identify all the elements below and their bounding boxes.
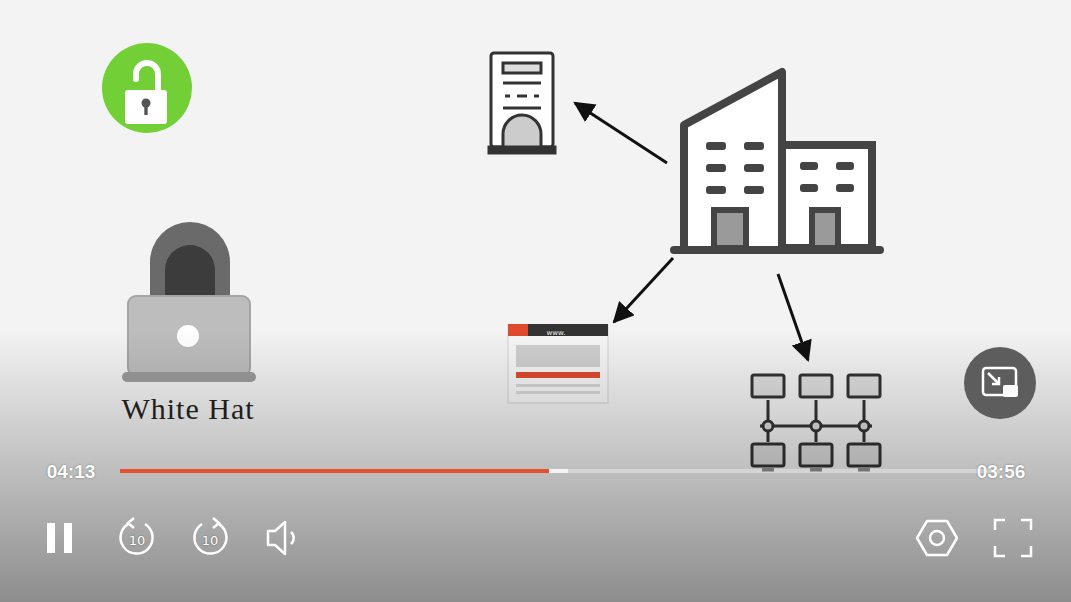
pause-icon <box>64 523 72 553</box>
server-icon <box>491 53 553 147</box>
figure-caption: White Hat <box>121 392 254 425</box>
company-building-icon <box>684 72 782 248</box>
company-building-icon <box>744 142 764 150</box>
timeline <box>120 469 549 473</box>
remaining-time-holder: 03:56 <box>977 462 1026 483</box>
player-controls <box>47 518 1031 556</box>
server-icon <box>505 95 510 98</box>
remaining-time: 03:56 <box>977 462 1026 483</box>
arrow <box>575 103 667 163</box>
company-building-icon <box>674 72 880 250</box>
pip-button <box>1003 385 1018 397</box>
forward-icon <box>213 518 219 528</box>
company-building-icon <box>744 164 764 172</box>
company-building-icon <box>706 142 726 150</box>
company-building-icon <box>782 145 872 248</box>
skip-seconds-holder: 10 <box>202 531 219 549</box>
figure-caption-holder: White Hat <box>121 392 254 425</box>
company-building-icon <box>706 164 726 172</box>
unlock-icon <box>102 43 192 133</box>
company-building-icon <box>706 186 726 194</box>
pause-icon <box>47 523 55 553</box>
arrows <box>575 103 808 360</box>
volume-icon <box>291 532 294 544</box>
company-building-icon <box>744 186 764 194</box>
rewind-icon <box>121 523 153 554</box>
company-building-icon <box>836 184 854 192</box>
forward-icon <box>194 523 226 554</box>
company-building-icon <box>800 162 818 170</box>
server-icon <box>517 95 527 98</box>
pip-button <box>992 377 999 384</box>
server-icon <box>489 53 555 153</box>
settings-icon <box>930 531 944 545</box>
elapsed-time-holder: 04:13 <box>47 462 96 483</box>
unlock-icon <box>125 90 167 124</box>
pip-button <box>964 347 1036 419</box>
pip-button <box>988 373 998 383</box>
company-building-icon <box>836 162 854 170</box>
arrow <box>614 258 673 322</box>
server-icon <box>489 147 555 153</box>
settings-icon <box>917 521 957 555</box>
skip-seconds: 10 <box>202 534 219 548</box>
unlock-icon <box>102 43 192 133</box>
unlock-icon <box>136 63 158 92</box>
server-icon <box>503 63 541 73</box>
skip-seconds: 10 <box>129 534 146 548</box>
company-building-icon <box>714 210 746 248</box>
hacker-figure <box>150 222 230 300</box>
server-icon <box>503 107 541 110</box>
url-text: www. <box>547 330 566 338</box>
skip-seconds-holder: 10 <box>129 531 146 549</box>
server-icon <box>503 82 541 85</box>
fullscreen-icon <box>995 520 1031 556</box>
company-building-icon <box>706 142 854 194</box>
timeline <box>120 469 568 473</box>
company-building-icon <box>674 246 880 254</box>
player-overlay <box>0 330 1071 602</box>
company-building-icon <box>812 210 838 248</box>
unlock-icon <box>144 105 147 115</box>
server-icon <box>534 95 539 98</box>
server-icon <box>503 115 541 147</box>
timeline <box>120 469 1000 473</box>
elapsed-time: 04:13 <box>47 462 96 483</box>
timeline <box>120 469 1000 473</box>
pip-button <box>964 347 1036 419</box>
volume-icon <box>268 522 285 554</box>
company-building-icon <box>800 184 818 192</box>
rewind-icon <box>128 518 134 528</box>
url-text-holder: www. <box>547 321 566 339</box>
hacker-figure <box>165 245 215 300</box>
